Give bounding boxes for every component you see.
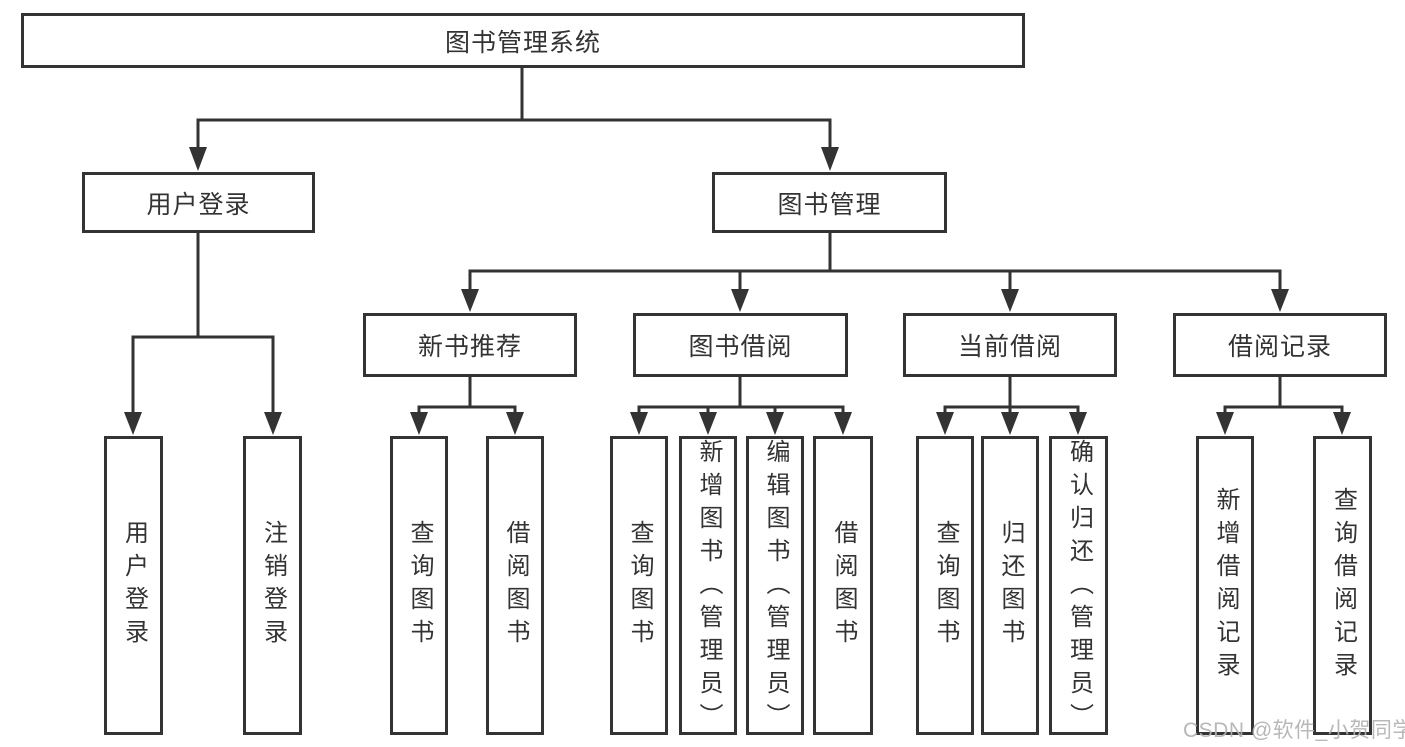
connector-segments [131,66,1344,417]
arrowheads [124,147,1351,435]
node-leaf-query-books-current: 查询图书 [916,436,974,735]
node-book-management: 图书管理 [712,172,947,233]
node-leaf-add-book-admin: 新增图书（管理员） [679,436,737,736]
node-leaf-confirm-return-admin: 确认归还（管理员） [1049,436,1108,736]
csdn-watermark: CSDN @软件_小贺同学 [1183,719,1405,742]
node-leaf-borrow-books-recommend: 借阅图书 [486,436,544,735]
node-leaf-return-books: 归还图书 [981,436,1039,735]
node-leaf-query-books-borrowing: 查询图书 [610,436,668,735]
node-new-book-recommend: 新书推荐 [363,313,577,377]
node-borrow-records: 借阅记录 [1173,313,1387,377]
node-leaf-add-borrow-record: 新增借阅记录 [1196,436,1254,735]
node-leaf-query-books-recommend: 查询图书 [390,436,448,735]
node-leaf-logout: 注销登录 [243,436,302,735]
node-leaf-edit-book-admin: 编辑图书（管理员） [746,436,804,736]
node-user-login: 用户登录 [82,172,315,233]
node-book-borrowing: 图书借阅 [633,313,848,377]
node-current-borrowing: 当前借阅 [903,313,1117,377]
node-leaf-user-login: 用户登录 [104,436,163,735]
node-leaf-borrow-books: 借阅图书 [813,436,873,735]
node-library-system: 图书管理系统 [21,13,1025,68]
node-leaf-query-borrow-record: 查询借阅记录 [1313,436,1372,735]
